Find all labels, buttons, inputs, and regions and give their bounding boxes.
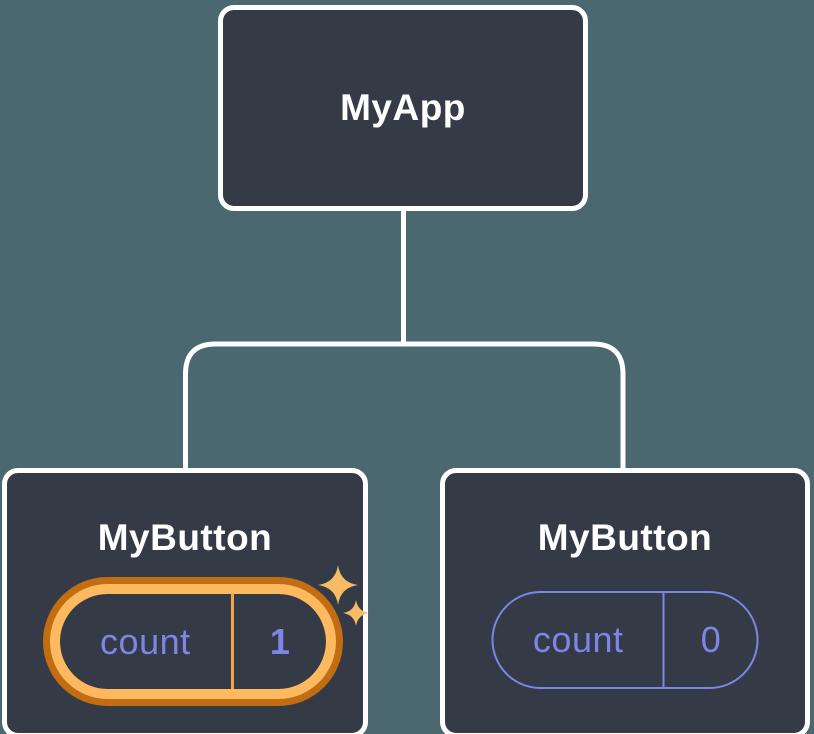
child-node-label: MyButton: [537, 517, 713, 558]
root-node-myapp: MyApp: [218, 5, 588, 211]
child-node-label: MyButton: [97, 517, 273, 558]
child-node-mybutton-left: MyButton count 1: [2, 468, 369, 734]
state-pill: count 0: [491, 591, 759, 689]
child-node-mybutton-right: MyButton count 0: [440, 468, 810, 734]
state-value-label: 0: [700, 619, 721, 660]
state-key-cell: count: [60, 594, 234, 689]
sparkles-icon: [318, 565, 369, 626]
state-value-label: 1: [269, 620, 290, 662]
root-node-label: MyApp: [340, 87, 466, 128]
state-value-cell: 1: [234, 594, 326, 689]
state-key-cell: count: [494, 593, 665, 687]
state-key-label: count: [532, 619, 624, 660]
state-pill-highlighted: count 1: [60, 594, 326, 689]
state-key-label: count: [100, 620, 191, 662]
state-value-cell: 0: [665, 593, 757, 687]
